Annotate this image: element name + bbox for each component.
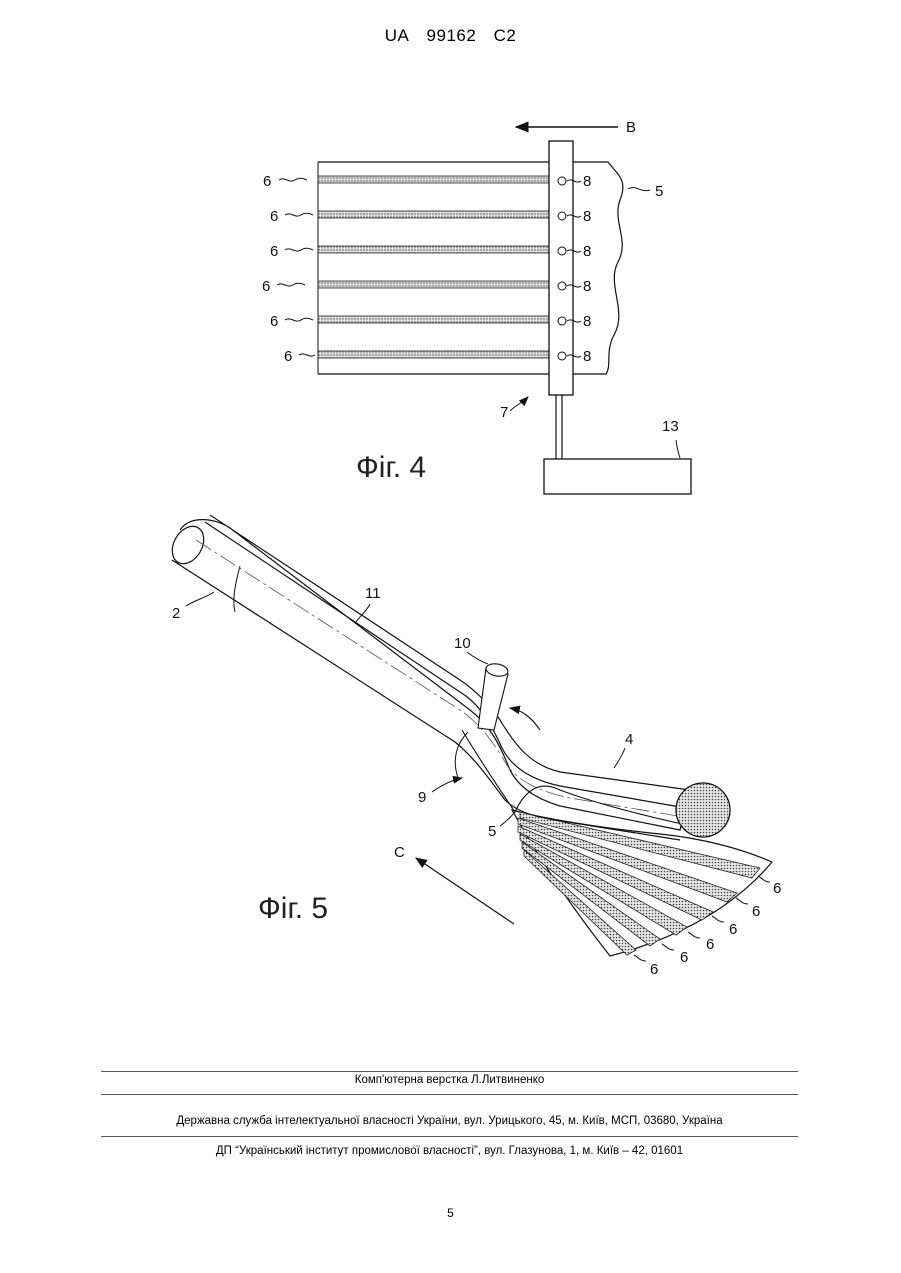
label-stripe: 6 [284, 348, 292, 365]
label-hole: 8 [583, 173, 591, 190]
fold-arc [455, 732, 468, 778]
label-stripe: 6 [270, 313, 278, 330]
footer-institute: ДП “Український інститут промислової вла… [101, 1145, 798, 1157]
control-box [544, 459, 691, 494]
direction-arrow-c [416, 858, 514, 924]
twisted-sheet [462, 730, 712, 830]
label-hole: 8 [583, 208, 591, 225]
page-number: 5 [0, 1206, 901, 1220]
figure-4: B 6 6 6 6 6 6 [262, 119, 691, 494]
tube-end-leader [186, 592, 214, 606]
tube [180, 515, 690, 830]
stripe [318, 246, 550, 253]
label-hole: 8 [583, 313, 591, 330]
cutter [478, 668, 508, 730]
label-direction-b: B [626, 119, 636, 136]
label-hole: 8 [583, 278, 591, 295]
label-fold: 9 [418, 789, 426, 806]
rotation-arrow [510, 708, 540, 730]
label-unit: 7 [500, 404, 508, 421]
label-hole: 8 [583, 348, 591, 365]
figure-5-caption: Фіг. 5 [258, 892, 328, 925]
stripe [318, 351, 550, 358]
label-rod: 4 [625, 731, 633, 748]
footer-rule-top [101, 1071, 798, 1072]
footer-typesetting: Комп'ютерна верстка Л.Литвиненко [101, 1074, 798, 1086]
label-fan-stripe: 6 [773, 880, 781, 897]
label-cutter: 10 [454, 635, 471, 652]
hole-icon [558, 282, 566, 290]
stripe [318, 211, 550, 218]
label-stripe: 6 [270, 208, 278, 225]
tube-seam [234, 566, 240, 612]
figure-4-caption: Фіг. 4 [356, 451, 426, 484]
label-fan-stripe: 6 [729, 921, 737, 938]
hole-icon [558, 247, 566, 255]
patent-drawings: B 6 6 6 6 6 6 [0, 0, 901, 1060]
label-box: 13 [662, 418, 679, 435]
unit-arrow [510, 397, 528, 411]
hole-icon [558, 352, 566, 360]
label-stripe: 6 [270, 243, 278, 260]
label-stripe: 6 [262, 278, 270, 295]
figure-5: 10 2 11 4 9 5 C 6 6 6 6 6 6 [166, 515, 781, 978]
hole-icon [558, 317, 566, 325]
sheet-outline [318, 162, 623, 374]
stripe [318, 176, 550, 183]
label-tube: 11 [365, 585, 381, 602]
stripe-labels [277, 178, 315, 356]
rod-leader [614, 748, 625, 768]
cutter-leader [467, 652, 488, 664]
box-leader [676, 440, 680, 458]
stripe [318, 281, 550, 288]
label-hole: 8 [583, 243, 591, 260]
footer-rule-bottom [101, 1136, 798, 1137]
label-stripe: 6 [263, 173, 271, 190]
sheet-leader [628, 187, 650, 190]
footer-agency: Державна служба інтелектуальної власност… [101, 1115, 798, 1127]
stripe [318, 316, 550, 323]
label-fan-stripe: 6 [680, 949, 688, 966]
label-tube-end: 2 [172, 605, 180, 622]
label-sheet: 5 [655, 183, 663, 200]
label-fan-stripe: 6 [706, 936, 714, 953]
footer-rule-middle [101, 1094, 798, 1095]
label-sheet: 5 [488, 823, 496, 840]
tube-axis [196, 540, 690, 818]
label-direction-c: C [394, 844, 405, 861]
fold-arrow [432, 778, 462, 792]
rod-end [676, 783, 730, 837]
label-fan-stripe: 6 [752, 903, 760, 920]
label-fan-stripe: 6 [650, 961, 658, 978]
hole-icon [558, 212, 566, 220]
tube-top-edge [205, 522, 686, 808]
hole-icon [558, 177, 566, 185]
